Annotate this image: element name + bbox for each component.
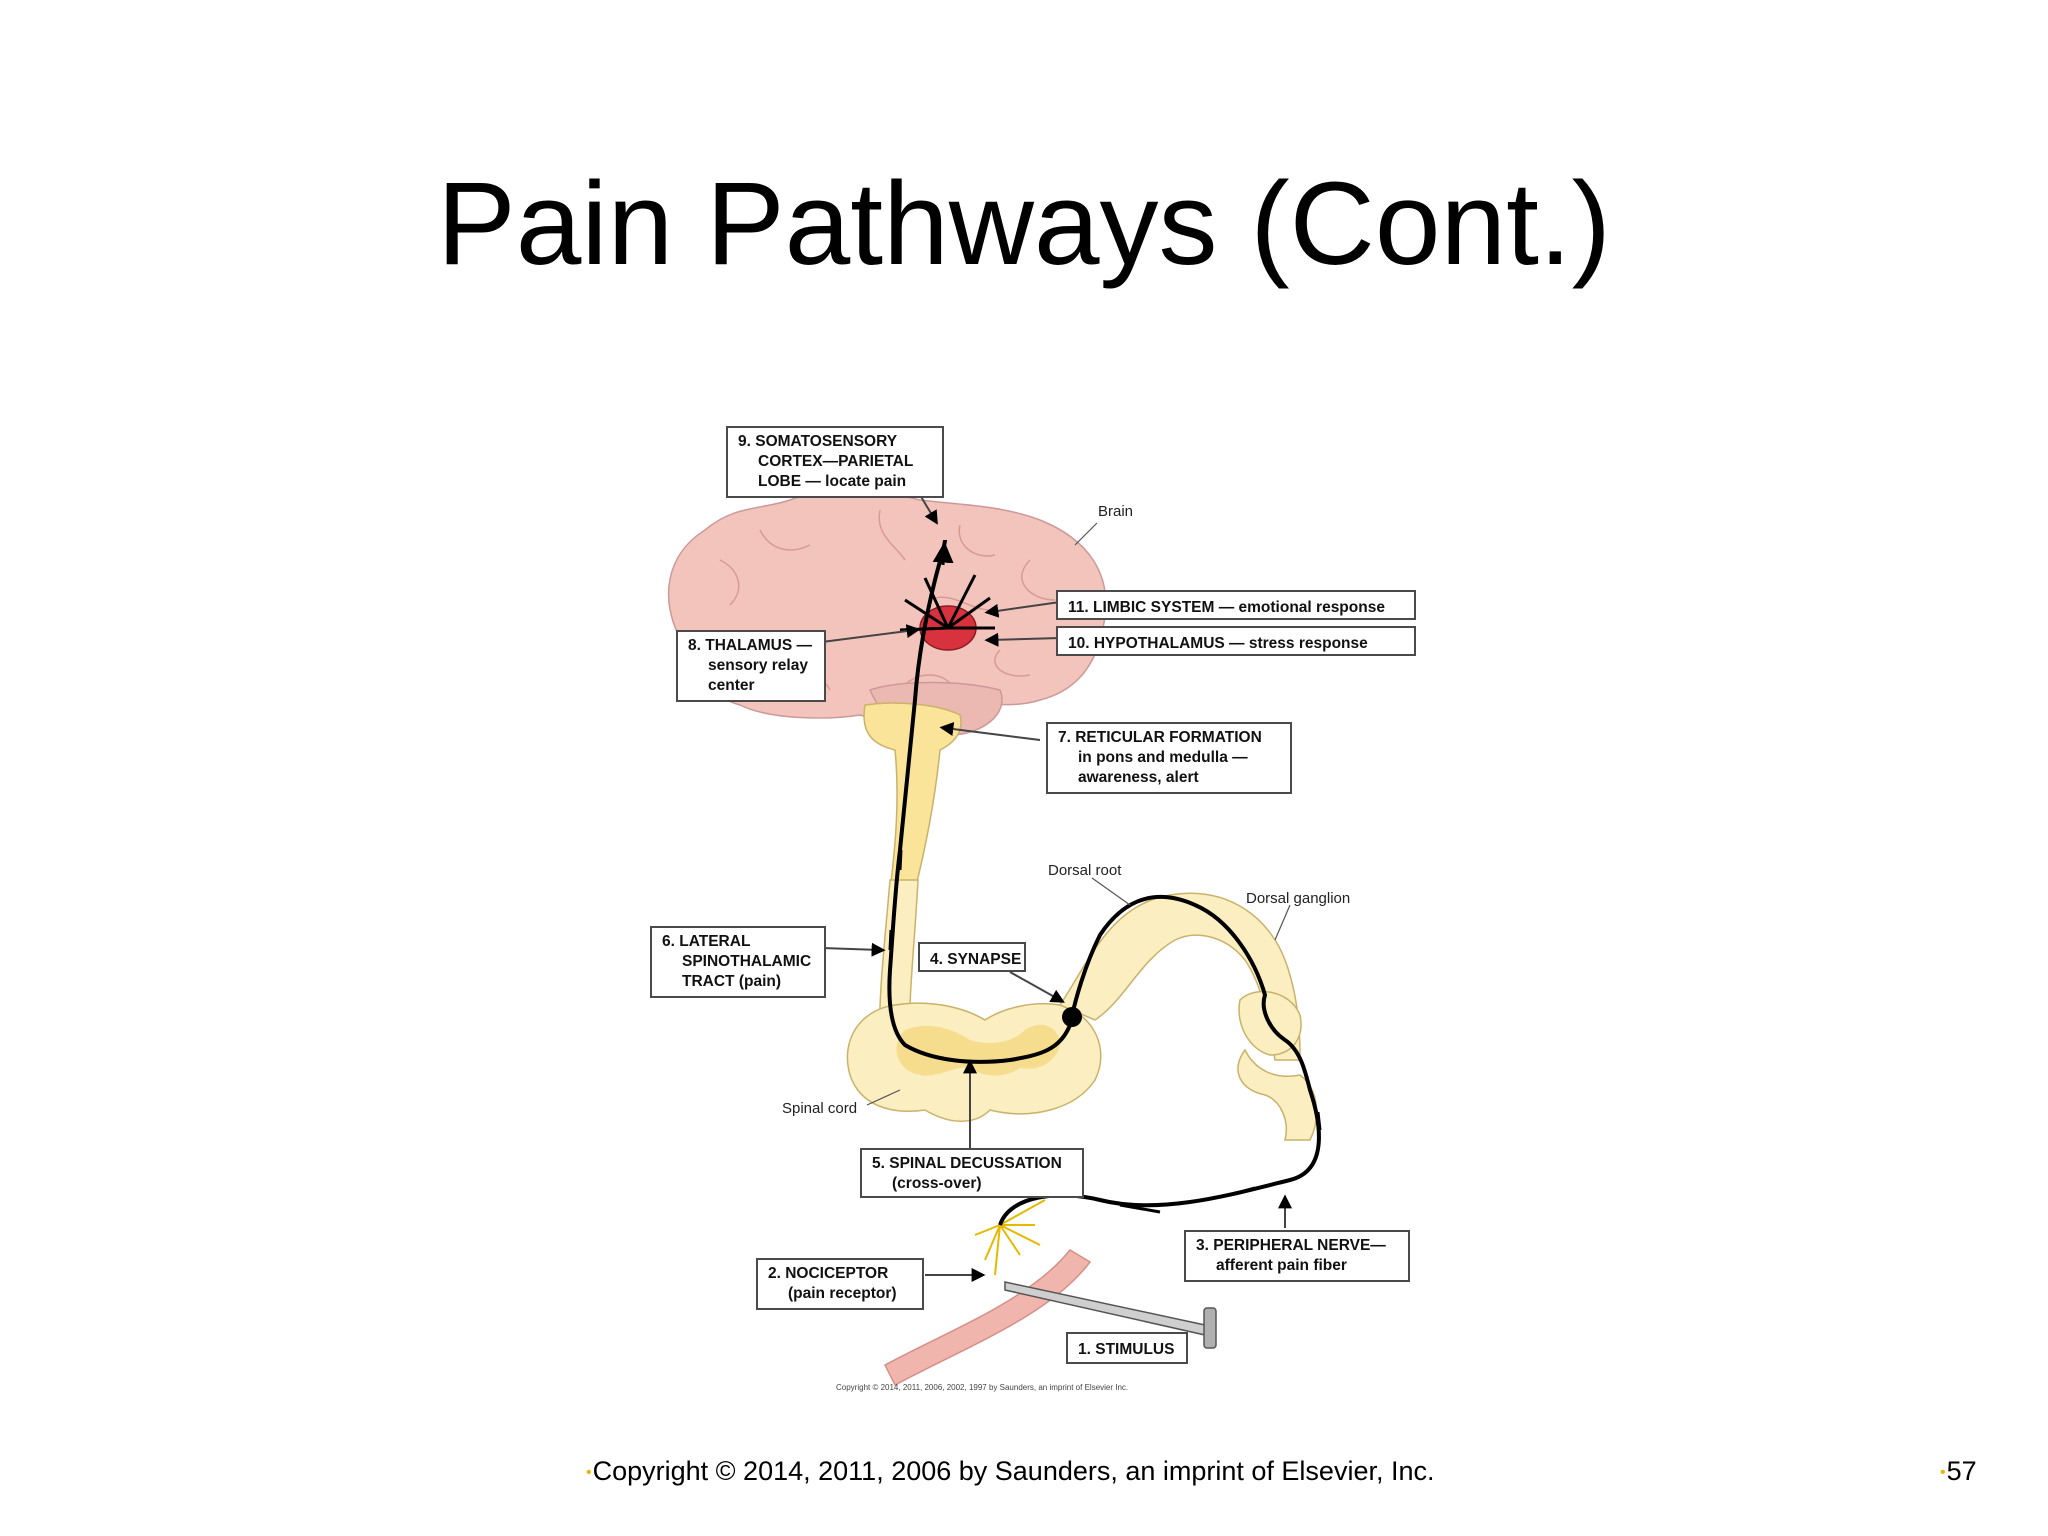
callout-spinothalamic-tract: 6. LATERAL SPINOTHALAMIC TRACT (pain) xyxy=(650,926,826,998)
pathway-arrows xyxy=(888,550,1322,1214)
label-leaders xyxy=(866,522,1291,1106)
callout-line: CORTEX—PARIETAL xyxy=(758,453,914,470)
label-brain: Brain xyxy=(1098,503,1134,520)
callout-line: SPINOTHALAMIC xyxy=(682,953,812,970)
bullet-icon: • xyxy=(586,1463,592,1481)
synapse-dot xyxy=(1062,1007,1082,1027)
slide-title: Pain Pathways (Cont.) xyxy=(437,158,1611,290)
callout-line: TRACT (pain) xyxy=(682,973,782,990)
callout-line: 10. HYPOTHALAMUS — stress response xyxy=(1068,635,1368,652)
callout-line: 3. PERIPHERAL NERVE— xyxy=(1196,1237,1386,1254)
callout-line: awareness, alert xyxy=(1078,769,1199,786)
footer-copyright: •Copyright © 2014, 2011, 2006 by Saunder… xyxy=(586,1456,1435,1487)
callout-synapse: 4. SYNAPSE xyxy=(918,942,1026,972)
callout-reticular-formation: 7. RETICULAR FORMATION in pons and medul… xyxy=(1046,722,1292,794)
brainstem-shape xyxy=(863,702,962,891)
callout-line: LOBE — locate pain xyxy=(758,473,907,490)
callout-line: 8. THALAMUS — xyxy=(688,637,812,654)
callout-spinal-decussation: 5. SPINAL DECUSSATION (cross-over) xyxy=(860,1148,1084,1198)
callout-nociceptor: 2. NOCICEPTOR (pain receptor) xyxy=(756,1258,924,1310)
footer-page-number: •57 xyxy=(1940,1456,1977,1487)
nociceptor-endings xyxy=(974,1199,1046,1276)
callout-line: (pain receptor) xyxy=(788,1285,897,1302)
callout-line: 9. SOMATOSENSORY xyxy=(738,433,898,450)
footer-copyright-text: Copyright © 2014, 2011, 2006 by Saunders… xyxy=(592,1456,1435,1486)
callout-line: afferent pain fiber xyxy=(1216,1257,1347,1274)
callout-line: 4. SYNAPSE xyxy=(930,951,1022,968)
callout-line: sensory relay xyxy=(708,657,808,674)
label-dorsal-root: Dorsal root xyxy=(1048,862,1122,879)
callout-line: (cross-over) xyxy=(892,1175,982,1192)
bullet-icon: • xyxy=(1940,1463,1946,1481)
callout-line: 2. NOCICEPTOR xyxy=(768,1265,889,1282)
callout-limbic-system: 11. LIMBIC SYSTEM — emotional response xyxy=(1056,590,1416,620)
spinal-gray-matter xyxy=(896,1024,1060,1076)
callout-connectors xyxy=(821,494,1292,1282)
callout-line: center xyxy=(708,677,755,694)
callout-somatosensory-cortex: 9. SOMATOSENSORY CORTEX—PARIETAL LOBE — … xyxy=(726,426,944,498)
callout-line: 7. RETICULAR FORMATION xyxy=(1058,729,1262,746)
thalamus-radiation xyxy=(899,574,995,632)
nail-head xyxy=(1203,1307,1217,1349)
label-spinal-cord: Spinal cord xyxy=(782,1100,858,1117)
callout-line: 11. LIMBIC SYSTEM — emotional response xyxy=(1068,599,1385,616)
callout-hypothalamus: 10. HYPOTHALAMUS — stress response xyxy=(1056,626,1416,656)
callout-thalamus: 8. THALAMUS — sensory relay center xyxy=(676,630,826,702)
callout-stimulus: 1. STIMULUS xyxy=(1066,1332,1188,1364)
pain-pathway-line xyxy=(887,539,1321,1226)
callout-peripheral-nerve: 3. PERIPHERAL NERVE— afferent pain fiber xyxy=(1184,1230,1410,1282)
ventral-root-shape xyxy=(1237,1048,1318,1141)
page-number: 57 xyxy=(1946,1456,1977,1486)
label-dorsal-ganglion: Dorsal ganglion xyxy=(1246,890,1351,907)
callout-line: 1. STIMULUS xyxy=(1078,1341,1175,1358)
skin-tissue xyxy=(884,1249,1092,1387)
callout-line: 6. LATERAL xyxy=(662,933,751,950)
figure-credit: Copyright © 2014, 2011, 2006, 2002, 1997… xyxy=(836,1383,1129,1392)
callout-line: 5. SPINAL DECUSSATION xyxy=(872,1155,1062,1172)
callout-line: in pons and medulla — xyxy=(1078,749,1248,766)
